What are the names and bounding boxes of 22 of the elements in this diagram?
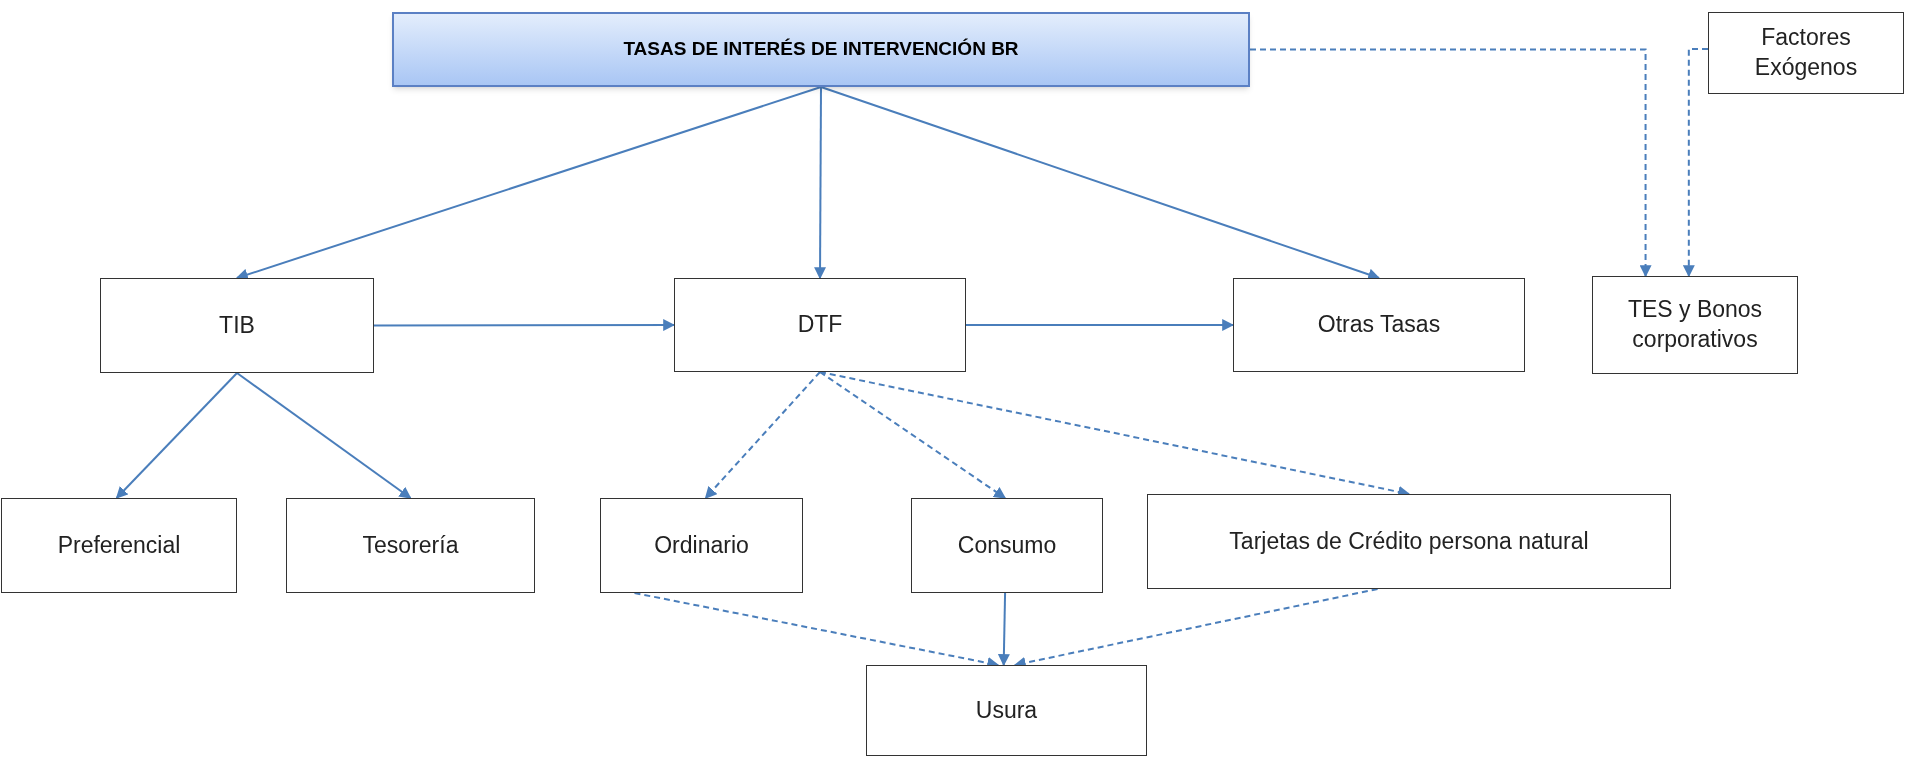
rate-box: Tarjetas de Crédito persona natural [1147,494,1671,589]
rate-box: Factores Exógenos [1708,12,1904,94]
arrow [1249,48,1652,278]
rate-box: Ordinario [600,498,803,593]
rate-box: Usura [866,665,1147,756]
arrow [965,319,1235,331]
arrow [814,86,827,280]
arrow [373,319,676,331]
rate-box: Preferencial [1,498,237,593]
arrow [236,372,412,499]
arrow [997,592,1010,667]
arrow [1682,47,1709,278]
title-box: TASAS DE INTERÉS DE INTERVENCIÓN BR [392,12,1250,87]
rate-box: TIB [100,278,374,373]
rate-box: TES y Bonos corporativos [1592,276,1798,374]
arrow [115,372,238,499]
arrow [819,371,1007,499]
rate-box: Tesorería [286,498,535,593]
rate-box: DTF [674,278,966,372]
rate-box: Consumo [911,498,1103,593]
rate-box: Otras Tasas [1233,278,1525,372]
arrow [704,371,821,499]
